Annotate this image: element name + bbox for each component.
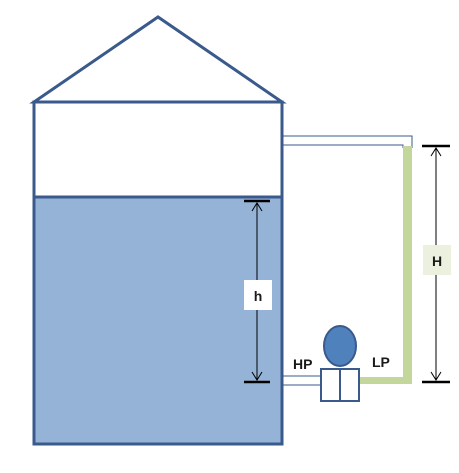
wet-leg bbox=[403, 146, 412, 384]
h-label: h bbox=[254, 288, 263, 304]
tank-vapor-space bbox=[32, 100, 284, 199]
h-arrow-down bbox=[251, 371, 263, 381]
tank-roof bbox=[29, 15, 287, 104]
hp-impulse-line bbox=[282, 375, 321, 386]
tank-liquid bbox=[32, 195, 284, 446]
h-label-box bbox=[244, 280, 272, 310]
hp-label: HP bbox=[293, 356, 312, 372]
upper-impulse-line bbox=[282, 135, 413, 148]
lp-label: LP bbox=[372, 354, 390, 370]
h-arrow-up bbox=[251, 202, 263, 212]
wet-leg-bottom bbox=[360, 377, 412, 384]
H-label: H bbox=[432, 253, 442, 269]
H-arrow-up bbox=[430, 147, 442, 157]
H-label-box bbox=[423, 245, 451, 275]
H-arrow-down bbox=[430, 371, 442, 381]
transmitter-head bbox=[323, 325, 357, 367]
